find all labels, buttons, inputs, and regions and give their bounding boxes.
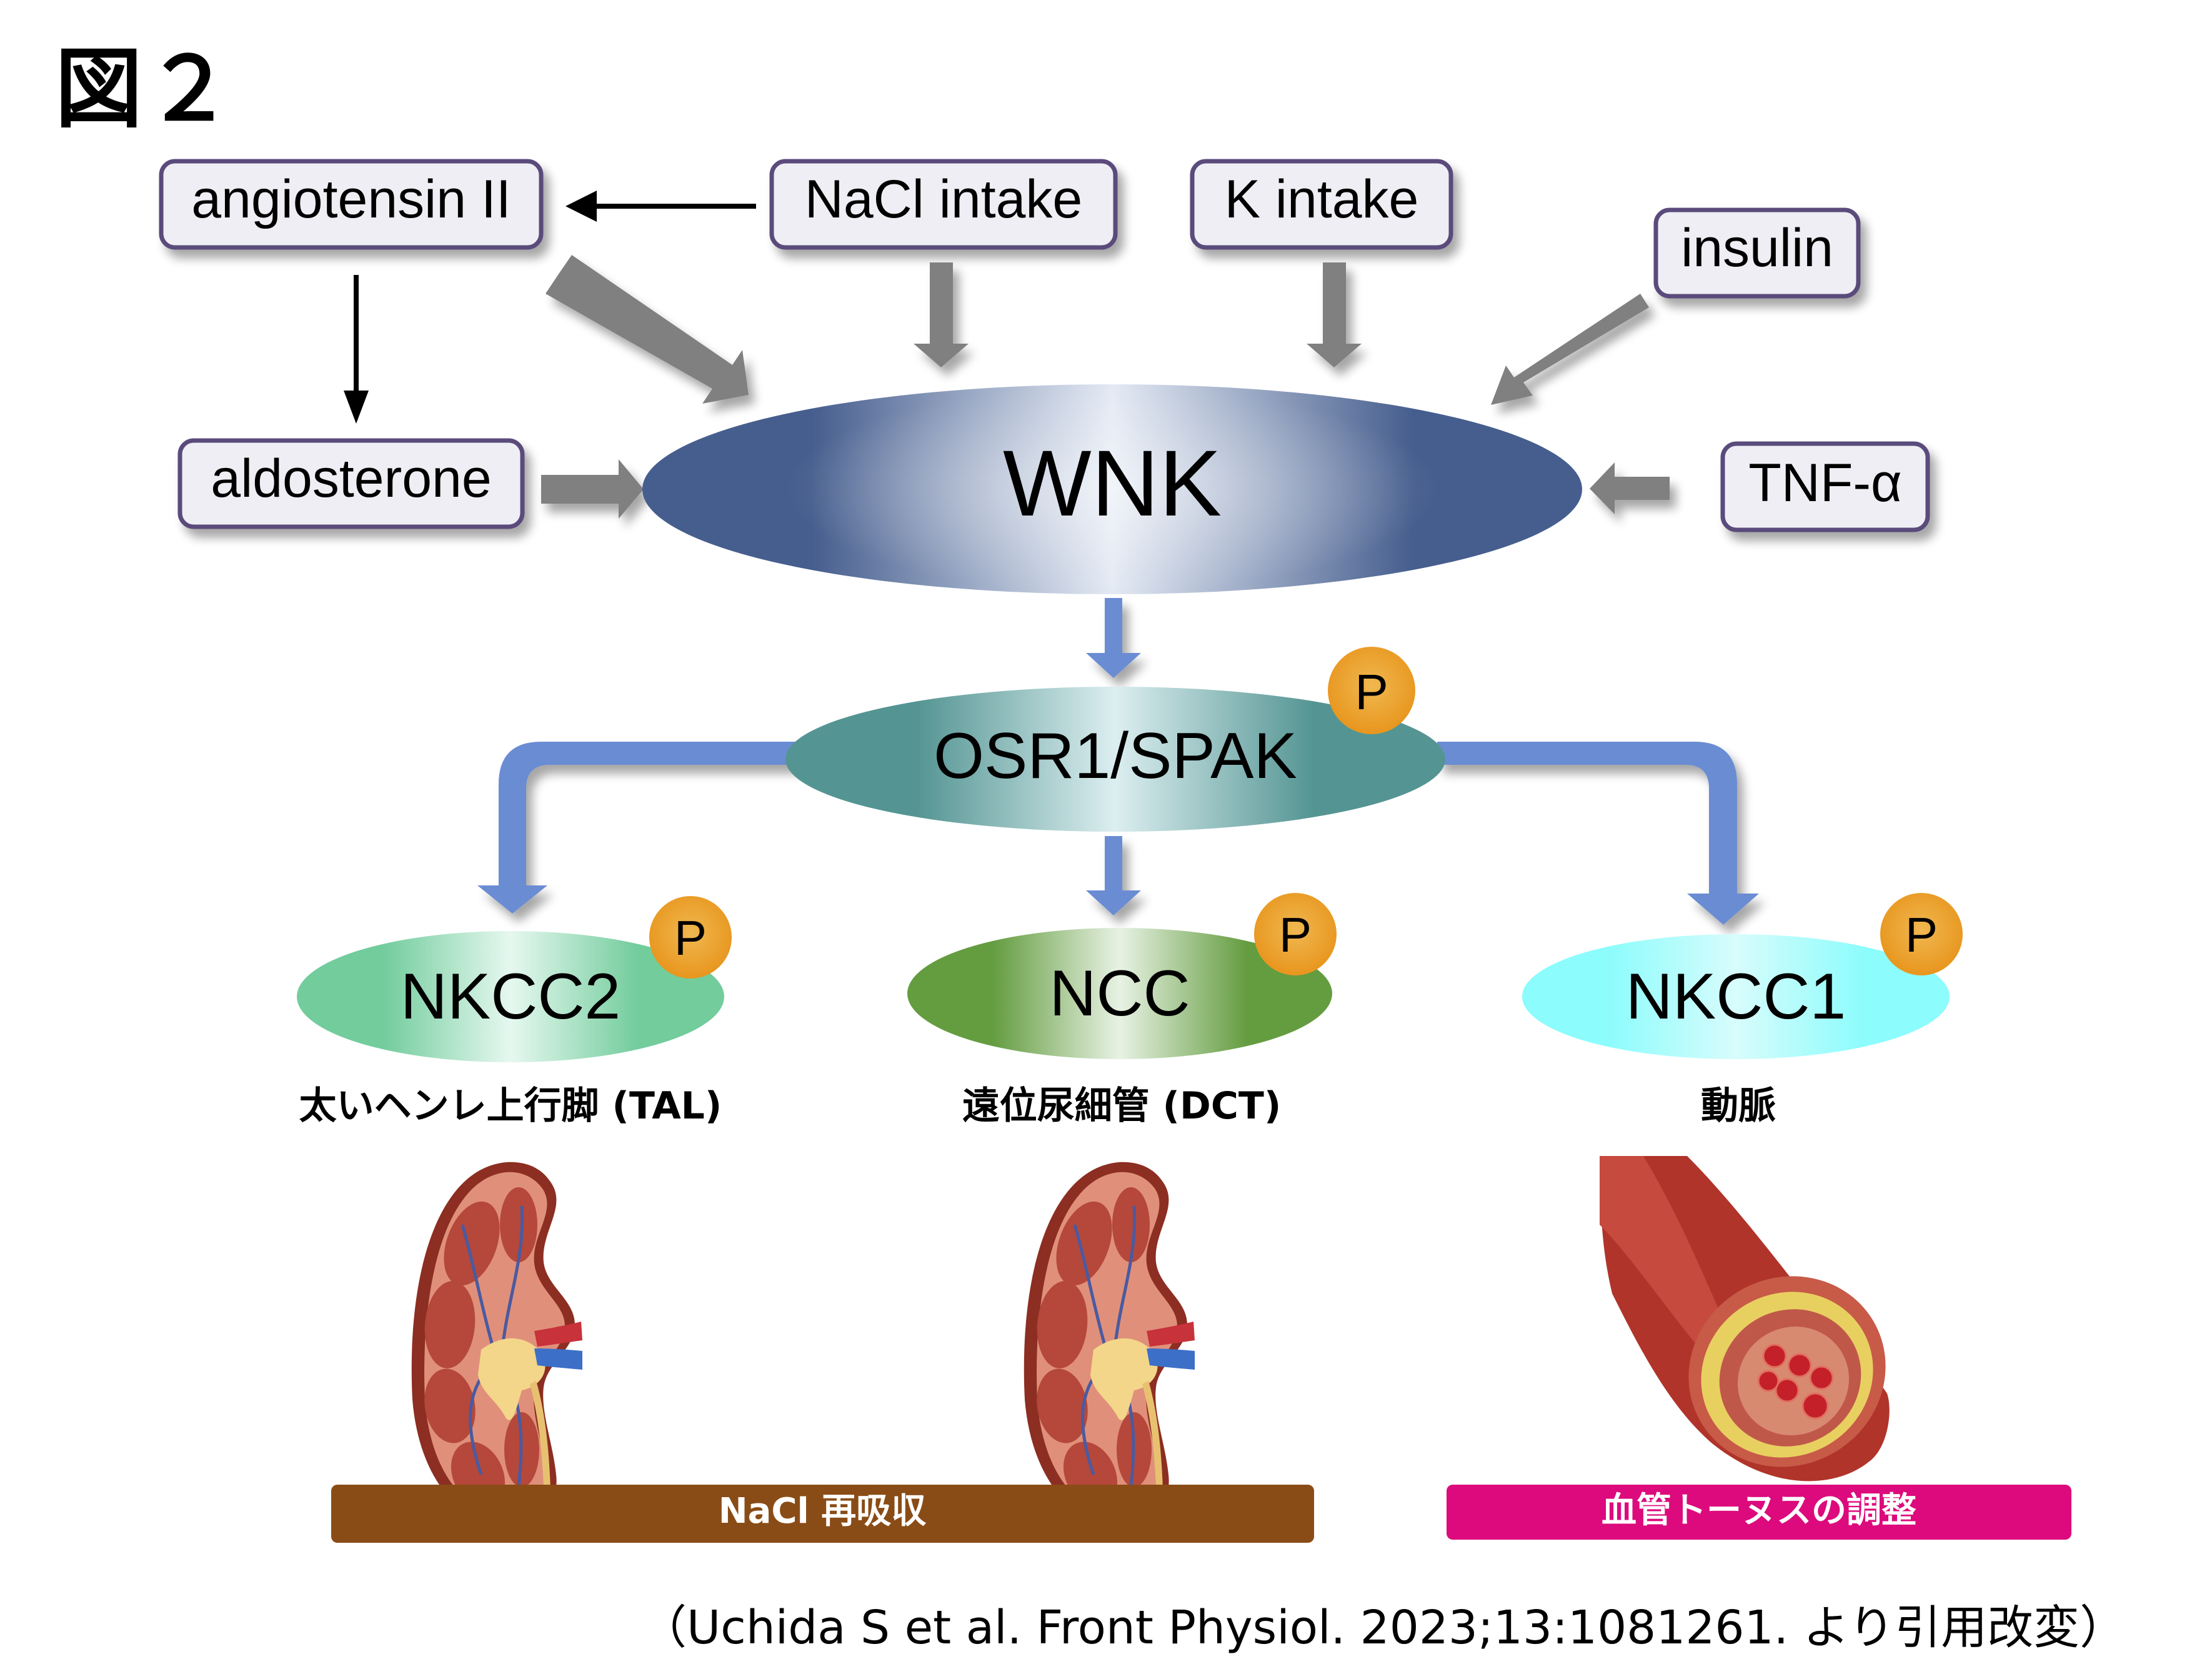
arrow-k-to-wnk [1307, 262, 1362, 367]
input-box-aldosterone [177, 438, 525, 529]
input-box-tnf-alpha [1720, 441, 1930, 532]
phospho-label: P [1355, 664, 1388, 720]
phospho-badge-nkcc2: P [649, 896, 732, 979]
arrow-wnk-to-osr1 [1086, 598, 1141, 678]
outcome-band-vascular-tone: 血管トーヌスの調整 [1447, 1485, 2071, 1540]
kidney-illustration-dct [1024, 1162, 1195, 1528]
wnk-label: WNK [1003, 431, 1222, 536]
vascular-tone-label: 血管トーヌスの調整 [1602, 1490, 1916, 1531]
input-box-angiotensin [159, 159, 544, 250]
arrow-nacl-to-wnk [914, 262, 969, 367]
phospho-badge-ncc: P [1254, 893, 1337, 975]
phospho-label: P [674, 910, 707, 965]
arrow-osr1-to-nkcc1 [1437, 742, 1759, 925]
input-box-nacl-intake [769, 159, 1118, 250]
osr1-spak-node [785, 687, 1445, 832]
outcome-band-nacl-reabsorption: NaCl 再吸収 [331, 1485, 1314, 1543]
figure-title: 図２ [55, 39, 236, 141]
tnf-alpha-label: TNF-α [1748, 453, 1902, 513]
input-box-insulin [1653, 207, 1861, 299]
arrow-angiotensin-to-wnk [546, 255, 749, 404]
nkcc2-node [297, 931, 724, 1062]
phospho-label: P [1279, 907, 1312, 962]
phospho-badge-nkcc1: P [1880, 893, 1963, 975]
site-label-artery: 動脈 [1701, 1084, 1776, 1128]
nacl-intake-label: NaCl intake [805, 169, 1083, 229]
ncc-node [907, 928, 1332, 1059]
site-label-tal: 太いヘンレ上行脚 (TAL) [299, 1084, 722, 1128]
arrow-insulin-to-wnk [1505, 250, 1567, 302]
kidney-illustration-tal [411, 1162, 582, 1528]
osr1-spak-label: OSR1/SPAK [934, 720, 1297, 792]
nkcc2-label: NKCC2 [401, 960, 621, 1033]
nkcc1-node [1522, 934, 1950, 1059]
wnk-node [642, 384, 1582, 594]
arrow-osr1-to-nkcc2 [477, 742, 812, 914]
arrow-insulin-to-wnk-shaft [1491, 294, 1649, 405]
phospho-badge-osr1: P [1328, 647, 1415, 734]
arrow-osr1-to-ncc [1086, 836, 1141, 915]
insulin-label: insulin [1681, 218, 1833, 278]
arrow-angiotensin-to-aldosterone [344, 275, 369, 424]
arrow-nacl-to-angiotensin [565, 191, 756, 222]
angiotensin-label: angiotensin II [191, 169, 511, 229]
ncc-label: NCC [1049, 957, 1190, 1030]
citation: （Uchida S et al. Front Physiol. 2023;13:… [640, 1601, 2126, 1655]
site-label-dct: 遠位尿細管 (DCT) [962, 1084, 1282, 1128]
arrow-aldosterone-to-wnk [541, 459, 644, 519]
phospho-label: P [1905, 907, 1938, 962]
nacl-reabsorption-label: NaCl 再吸収 [719, 1491, 926, 1532]
input-box-k-intake [1190, 159, 1453, 250]
nkcc1-label: NKCC1 [1626, 960, 1846, 1033]
k-intake-label: K intake [1225, 169, 1419, 229]
arrow-tnf-to-wnk [1590, 462, 1670, 514]
artery-illustration [1600, 1156, 1890, 1482]
aldosterone-label: aldosterone [211, 449, 491, 509]
